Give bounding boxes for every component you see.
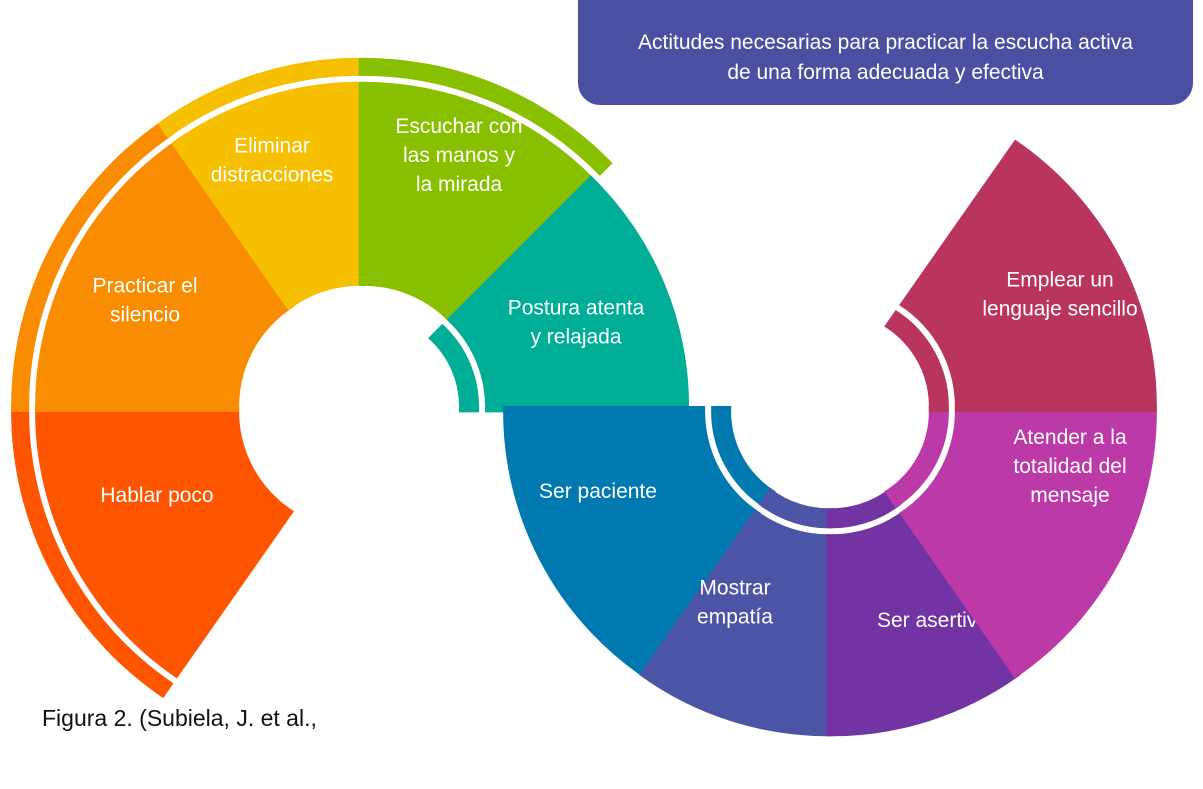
segment-label-line: mensaje	[1030, 484, 1109, 507]
segment-label-ser-asertivo: Ser asertivo	[877, 609, 989, 632]
segment-label-mostrar-empatia: Mostrar empatía	[697, 577, 773, 629]
segment-band-postura-atenta	[428, 323, 480, 413]
segment-postura-atenta: Postura atenta y relajada	[428, 175, 690, 413]
segment-label-atender-totalidad: Atender a la totalidad del mensaje	[1013, 426, 1127, 507]
segment-label-line: totalidad del	[1013, 455, 1126, 478]
segment-label-line: las manos y	[403, 144, 516, 167]
segment-label-line: Ser paciente	[539, 480, 657, 503]
segment-label-line: Ser asertivo	[877, 609, 989, 632]
segment-band-practicar-silencio	[11, 119, 174, 412]
segment-label-postura-atenta: Postura atenta y relajada	[508, 297, 645, 349]
segment-ser-asertivo: Ser asertivo	[826, 487, 1021, 737]
segment-eliminar-distracciones: Eliminar distracciones	[157, 57, 366, 311]
segment-band-hablar-poco	[11, 406, 174, 699]
figure-caption: Figura 2. (Subiela, J. et al.,	[42, 705, 317, 731]
segment-label-practicar-silencio: Practicar el silencio	[92, 275, 197, 327]
segment-fill-atender-totalidad	[899, 406, 1157, 679]
segment-label-line: Emplear un	[1006, 269, 1113, 292]
ring-center-2	[740, 319, 920, 499]
segment-hablar-poco: Hablar poco	[11, 406, 295, 699]
segment-escuchar-manos-mirada: Escuchar con las manos y la mirada	[358, 57, 613, 325]
segment-label-line: la mirada	[416, 173, 503, 196]
segment-label-line: Escuchar con	[395, 115, 522, 138]
title-box: Actitudes necesarias para practicar la e…	[578, 0, 1193, 105]
segment-band-atender-totalidad	[884, 406, 949, 508]
segment-label-eliminar-distracciones: Eliminar distracciones	[211, 135, 334, 187]
segment-label-line: Eliminar	[234, 135, 310, 158]
segment-label-line: Practicar el	[92, 275, 197, 298]
segment-atender-totalidad: Atender a la totalidad del mensaje	[884, 406, 1157, 679]
segment-label-line: distracciones	[211, 164, 334, 187]
ring-center-1	[246, 293, 478, 525]
segment-band-mostrar-empatia	[758, 487, 834, 529]
segment-label-line: silencio	[110, 304, 180, 327]
segment-label-hablar-poco: Hablar poco	[100, 484, 213, 507]
segment-fill-ser-paciente	[503, 406, 761, 679]
segment-fill-hablar-poco	[35, 406, 295, 679]
segment-label-emplear-lenguaje: Emplear un lenguaje sencillo	[982, 269, 1137, 321]
segment-emplear-lenguaje: Emplear un lenguaje sencillo	[884, 139, 1157, 412]
segment-band-ser-asertivo	[826, 487, 902, 529]
segment-label-line: y relajada	[530, 326, 621, 349]
title-line-2: de una forma adecuada y efectiva	[727, 61, 1044, 84]
segment-fill-practicar-silencio	[35, 139, 295, 412]
segment-label-escuchar-manos-mirada: Escuchar con las manos y la mirada	[395, 115, 522, 196]
segment-fill-mostrar-empatia	[639, 509, 834, 737]
segment-mostrar-empatia: Mostrar empatía	[639, 487, 834, 737]
segment-fill-postura-atenta	[446, 175, 690, 413]
segment-label-line: Hablar poco	[100, 484, 213, 507]
segment-fill-emplear-lenguaje	[899, 139, 1157, 412]
segment-label-line: Atender a la	[1013, 426, 1127, 449]
segment-fill-ser-asertivo	[826, 509, 1021, 737]
segment-ser-paciente: Ser paciente	[503, 406, 776, 679]
segment-label-line: Mostrar	[699, 577, 770, 600]
segment-label-line: empatía	[697, 606, 773, 629]
segment-practicar-silencio: Practicar el silencio	[11, 119, 295, 412]
segment-band-emplear-lenguaje	[884, 310, 949, 412]
segment-fill-escuchar-manos-mirada	[358, 81, 596, 325]
segment-label-ser-paciente: Ser paciente	[539, 480, 657, 503]
segment-band-ser-paciente	[711, 406, 776, 508]
segment-band-escuchar-manos-mirada	[358, 57, 613, 176]
segment-fill-eliminar-distracciones	[171, 81, 366, 311]
segment-band-eliminar-distracciones	[157, 57, 366, 139]
segment-label-line: lenguaje sencillo	[982, 298, 1137, 321]
title-line-1: Actitudes necesarias para practicar la e…	[638, 31, 1133, 54]
segment-label-line: Postura atenta	[508, 297, 645, 320]
